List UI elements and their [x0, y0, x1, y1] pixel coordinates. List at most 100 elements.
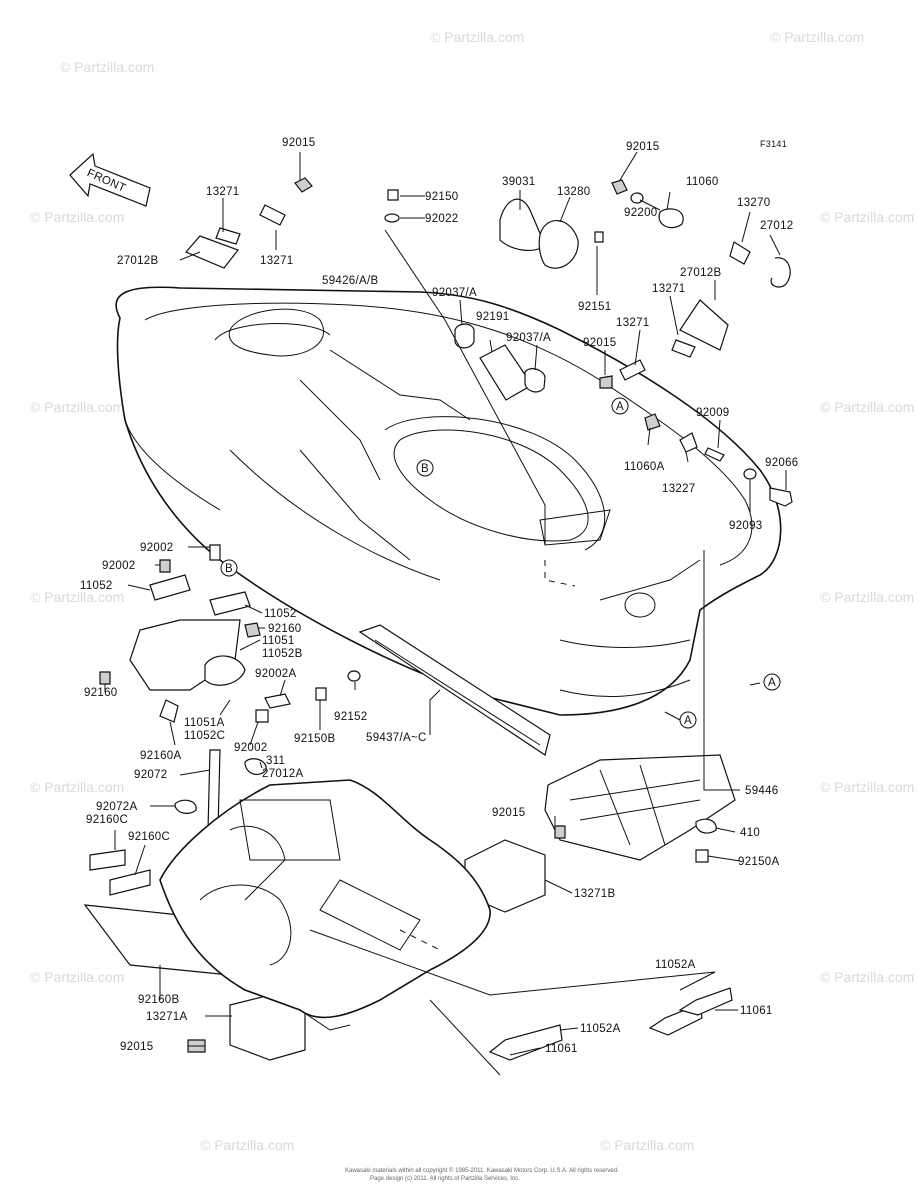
part-label: 92150B	[294, 733, 335, 745]
part-label: 92002A	[255, 668, 296, 680]
watermark: © Partzilla.com	[820, 779, 914, 795]
part-label: 92072	[134, 769, 167, 781]
part-label: 92037/A	[432, 287, 477, 299]
part-label: 13271	[616, 317, 649, 329]
part-label: 92009	[696, 407, 729, 419]
part-label: 11060A	[624, 461, 665, 473]
watermark: © Partzilla.com	[820, 969, 914, 985]
part-label: 39031	[502, 176, 535, 188]
watermark: © Partzilla.com	[30, 209, 124, 225]
watermark: © Partzilla.com	[30, 779, 124, 795]
part-label: 92002	[102, 560, 135, 572]
svg-text:B: B	[225, 563, 233, 575]
callout-b-marker: B	[416, 459, 434, 477]
part-label: 27012B	[117, 255, 158, 267]
part-label: 92002	[234, 742, 267, 754]
part-label: 92160	[268, 623, 301, 635]
part-label: 92015	[282, 137, 315, 149]
nozzle-39031	[499, 198, 546, 252]
rail-59437	[358, 624, 551, 756]
part-label: 92150	[425, 191, 458, 203]
part-label: 11052B	[262, 648, 303, 660]
bracket-27012B-right	[679, 299, 729, 351]
parts-top-center	[454, 198, 604, 401]
part-label: 11060	[686, 176, 719, 188]
part-label: 13280	[557, 186, 590, 198]
hull-assembly	[115, 286, 782, 716]
part-label: 13271A	[146, 1011, 187, 1023]
watermark: © Partzilla.com	[30, 969, 124, 985]
leader-lines	[104, 151, 787, 1076]
callout-a-marker: A	[763, 673, 781, 691]
parts-top-left	[185, 177, 400, 269]
part-label: 27012A	[262, 768, 303, 780]
part-label: 59426/A/B	[322, 275, 378, 287]
watermark: © Partzilla.com	[200, 1137, 294, 1153]
part-label: 92160A	[140, 750, 181, 762]
part-label: 92072A	[96, 801, 137, 813]
part-label: 92160B	[138, 994, 179, 1006]
watermark: © Partzilla.com	[820, 399, 914, 415]
footer-copyright: Kawasaki materials within all copyright …	[345, 1167, 619, 1174]
part-label: 92093	[729, 520, 762, 532]
part-label: 11052	[264, 608, 297, 620]
part-label: 11051A	[184, 717, 225, 729]
part-label: 11052A	[655, 959, 696, 971]
part-label: 11052	[80, 580, 113, 592]
svg-text:A: A	[768, 677, 776, 689]
part-label: 11051	[262, 635, 295, 647]
part-label: 11052C	[184, 730, 225, 742]
part-label: 92002	[140, 542, 173, 554]
footer-design-credit: Page design (c) 2011. All rights of Part…	[370, 1176, 520, 1182]
part-label: 92015	[492, 807, 525, 819]
part-label: 410	[740, 827, 760, 839]
part-label: 92200	[624, 207, 657, 219]
part-label: 92160	[84, 687, 117, 699]
part-label: 27012B	[680, 267, 721, 279]
watermark: © Partzilla.com	[430, 29, 524, 45]
part-label: 92150A	[738, 856, 779, 868]
watermark: © Partzilla.com	[820, 589, 914, 605]
part-label: 92022	[425, 213, 458, 225]
figure-code: F3141	[760, 139, 787, 149]
svg-text:A: A	[684, 715, 692, 727]
part-label: 92037/A	[506, 332, 551, 344]
watermark: © Partzilla.com	[770, 29, 864, 45]
parts-lower	[83, 749, 736, 1061]
watermark: © Partzilla.com	[30, 399, 124, 415]
parts-left-mid	[99, 544, 361, 723]
plate-59446	[544, 754, 736, 861]
part-labels: 92015 13271 27012B 13271 92150 92022 390…	[80, 137, 798, 1055]
part-label: 311	[266, 755, 285, 767]
part-label: 13271	[206, 186, 239, 198]
part-label: 92066	[765, 457, 798, 469]
callout-a-marker: A	[679, 711, 697, 729]
part-label: 13270	[737, 197, 770, 209]
part-label: 92191	[476, 311, 509, 323]
callout-a-marker: A	[611, 397, 629, 415]
svg-text:A: A	[616, 401, 624, 413]
callout-b-marker: B	[220, 559, 238, 577]
parts-top-right	[599, 179, 793, 507]
watermark: © Partzilla.com	[30, 589, 124, 605]
part-label: 11061	[740, 1005, 773, 1017]
part-label: 13227	[662, 483, 695, 495]
nozzle-13280	[538, 220, 579, 269]
watermark: © Partzilla.com	[820, 209, 914, 225]
part-label: 13271	[260, 255, 293, 267]
svg-text:B: B	[421, 463, 429, 475]
watermark-layer: © Partzilla.com © Partzilla.com © Partzi…	[30, 29, 914, 1153]
part-label: 59446	[745, 785, 778, 797]
part-label: 11061	[545, 1043, 578, 1055]
part-label: 92152	[334, 711, 367, 723]
watermark: © Partzilla.com	[60, 59, 154, 75]
callout-markers: A B B A A	[220, 397, 781, 729]
bracket-27012B	[185, 235, 239, 269]
part-label: 11052A	[580, 1023, 621, 1035]
part-label: 13271	[652, 283, 685, 295]
deck-tray	[159, 779, 491, 1031]
part-label: 27012	[760, 220, 793, 232]
part-label: 13271B	[574, 888, 615, 900]
part-label: 92151	[578, 301, 611, 313]
part-label: 92160C	[128, 831, 170, 843]
